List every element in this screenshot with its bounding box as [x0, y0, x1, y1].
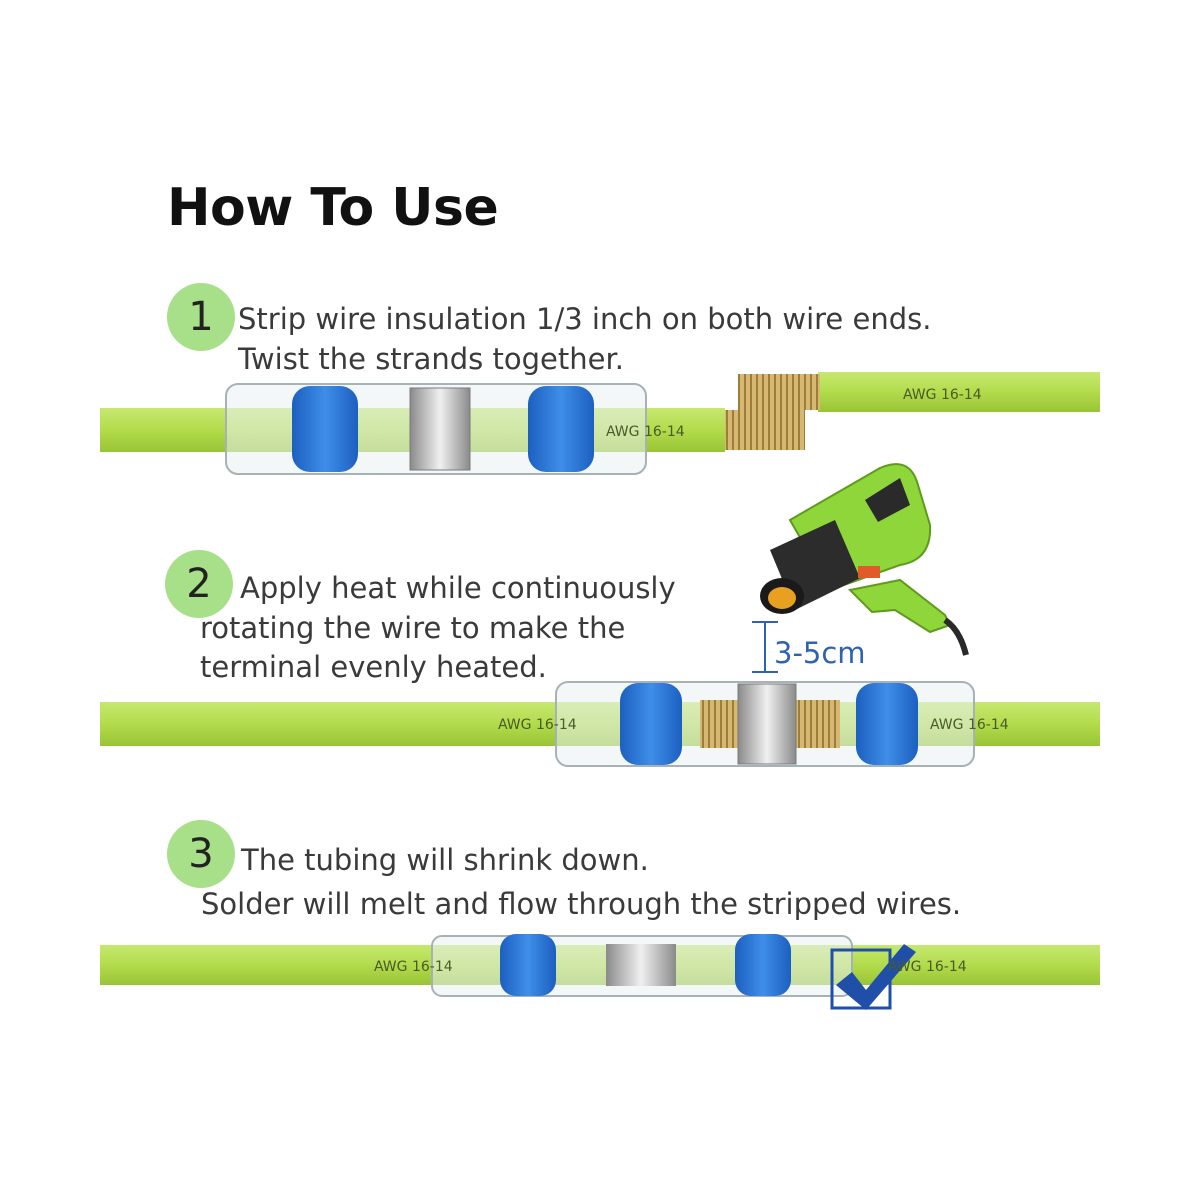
step-2-number: 2: [165, 550, 233, 618]
step-2-metal-band: [737, 683, 797, 765]
distance-label: 3-5cm: [774, 636, 866, 670]
checkmark-icon: [836, 944, 916, 1010]
step-1-left-wire-label: AWG 16-14: [606, 424, 685, 440]
step-1-left-ring: [292, 386, 358, 472]
step-3-metal-band: [606, 944, 676, 986]
step-3-left-ring: [500, 934, 556, 996]
step-1-right-wire-label: AWG 16-14: [903, 387, 982, 403]
step-1-line-1: Strip wire insulation 1/3 inch on both w…: [238, 302, 932, 336]
step-3-illustration: [100, 934, 1100, 1010]
step-2-line-1: Apply heat while continuously: [240, 571, 676, 605]
step-3-number: 3: [167, 820, 235, 888]
step-1-right-ring: [528, 386, 594, 472]
step-3-line-1: The tubing will shrink down.: [241, 843, 649, 877]
step-2-line-2: rotating the wire to make the: [200, 611, 626, 645]
step-1-metal-band: [409, 387, 471, 471]
step-3-right-ring: [735, 934, 791, 996]
step-1-left-strands: [725, 410, 805, 450]
step-3-right-wire-label: AWG 16-14: [888, 959, 967, 975]
step-3-line-2: Solder will melt and flow through the st…: [201, 887, 962, 921]
step-2-right-ring: [856, 683, 918, 765]
step-1-illustration: [100, 372, 1100, 475]
step-2-line-3: terminal evenly heated.: [200, 650, 547, 684]
step-1-right-wire: [818, 372, 1100, 412]
step-1-line-2: Twist the strands together.: [238, 342, 624, 376]
page-title: How To Use: [167, 178, 499, 238]
step-2-illustration: [100, 463, 1100, 767]
step-2-right-wire-label: AWG 16-14: [930, 717, 1009, 733]
heat-gun-icon: [760, 463, 969, 656]
step-1-right-strands: [738, 374, 820, 410]
step-1-number: 1: [167, 283, 235, 351]
step-3-left-wire-label: AWG 16-14: [374, 959, 453, 975]
step-2-left-wire-label: AWG 16-14: [498, 717, 577, 733]
step-2-left-ring: [620, 683, 682, 765]
